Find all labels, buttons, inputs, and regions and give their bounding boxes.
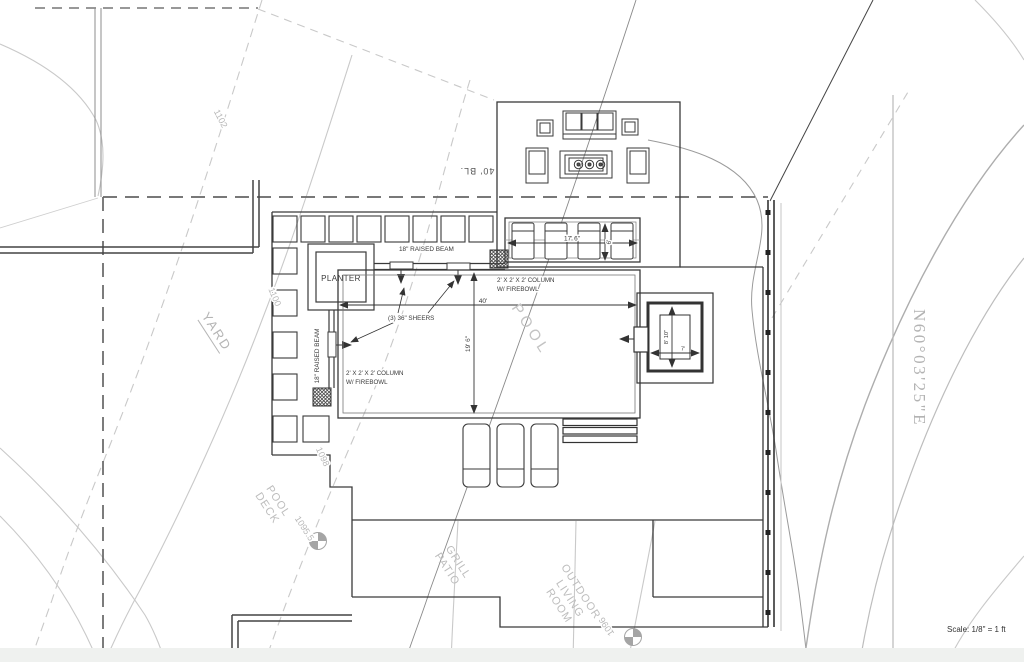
- svg-text:YARD: YARD: [199, 309, 235, 353]
- patio-furniture: [525, 110, 650, 184]
- sheer-descents: [327, 261, 471, 358]
- contour-1100: 1100: [266, 286, 283, 308]
- dimension-lines: [339, 223, 700, 414]
- dim-spa-length: 8' 10": [664, 330, 670, 344]
- scale-note: Scale: 1/8" = 1 ft: [947, 625, 1006, 634]
- planter-label: PLANTER: [321, 274, 361, 283]
- firebowl-columns: [312, 249, 509, 407]
- spa-spillway: [633, 326, 649, 353]
- spa: [619, 292, 714, 384]
- sheers-leaders: [350, 280, 455, 343]
- benchmark-icon: [309, 532, 327, 550]
- dimension-labels: 17' 6" 6' 40' 19' 6" 8' 10" 7': [464, 234, 687, 354]
- boundary-lines: [35, 0, 874, 662]
- contour-right-2: [859, 257, 1024, 662]
- contour-1098-line: [264, 79, 471, 662]
- dim-ledge-depth: 6': [606, 240, 613, 245]
- side-table-left: [536, 119, 554, 137]
- house-walls: [0, 180, 352, 662]
- firebowl-note-top-2: W/ FIREBOWL: [497, 286, 539, 293]
- contour-patio-1: [450, 520, 459, 662]
- paver-squares: [272, 215, 494, 443]
- contour-corner-tr: [974, 0, 1024, 61]
- sheer-2: [446, 262, 471, 271]
- building-line-label: 40' BL.: [460, 166, 495, 176]
- pool-deck-label: POOL DECK: [253, 483, 293, 526]
- house-wall-topleft: [0, 180, 260, 254]
- firebowl-note-left-2: W/ FIREBOWL: [346, 379, 388, 386]
- contour-1100-line: [104, 54, 353, 662]
- grill-patio-label: GRILL PATIO: [432, 543, 473, 587]
- dim-ledge-width: 17' 6": [564, 236, 580, 243]
- dim-spa-width: 7': [681, 347, 685, 353]
- contour-1102: 1102: [212, 108, 230, 130]
- wall-posts: [765, 210, 771, 615]
- contour-right-3: [947, 555, 1024, 662]
- annotation-notes: 18" RAISED BEAM 18" RAISED BEAM (3) 36" …: [313, 166, 1007, 634]
- spot-elevation-1095-5: 1095.5: [293, 514, 316, 543]
- firebowl-column-top: [489, 249, 509, 269]
- sofa: [562, 110, 617, 140]
- pool-outline: [337, 269, 641, 419]
- contour-topleft: [0, 43, 104, 197]
- retaining-wall: [765, 200, 782, 631]
- upper-patio-outline: [496, 101, 681, 268]
- deck-loungers: [462, 423, 559, 488]
- raised-beam-top-label: 18" RAISED BEAM: [399, 246, 454, 253]
- dim-pool-width: 19' 6": [465, 336, 472, 352]
- contour-topleft-2: [0, 197, 99, 229]
- contour-yard-1: [0, 447, 166, 662]
- side-table-right: [621, 118, 639, 136]
- benchmark-symbols: [309, 532, 642, 646]
- contour-diag-dashed-top: [257, 8, 495, 101]
- contour-1098: 1098: [314, 446, 332, 468]
- outdoor-living-label: OUTDOOR LIVING ROOM: [543, 562, 603, 625]
- yard-label: YARD: [197, 309, 235, 354]
- lounge-chair-left: [525, 147, 549, 184]
- firebowl-note-top-1: 2' X 2' X 2' COLUMN: [497, 277, 555, 284]
- contour-patio-2: [572, 520, 577, 662]
- contour-right-1: [803, 124, 1024, 662]
- firebowl-column-left: [312, 387, 332, 407]
- house-wall-bottomleft: [231, 614, 352, 662]
- firebowl-note-left-1: 2' X 2' X 2' COLUMN: [346, 370, 404, 377]
- contour-s-curve: [647, 139, 808, 662]
- sheer-1: [389, 261, 414, 270]
- contour-right-dashed: [771, 91, 909, 319]
- sheers-note-label: (3) 36" SHEERS: [388, 315, 434, 322]
- sheer-3: [327, 331, 337, 358]
- lounge-chair-right: [626, 147, 650, 184]
- contour-yard-2: [0, 515, 99, 662]
- pool-waterline: [342, 274, 636, 414]
- sheet-edge-strip: [0, 648, 1024, 662]
- pool-steps: [562, 418, 638, 444]
- bearing-label: N60°03'25"E: [910, 309, 929, 427]
- survey-diagonal: [769, 0, 874, 202]
- dim-pool-length: 40': [479, 298, 488, 305]
- deck-outline: [271, 101, 768, 628]
- area-labels: YARD POOL POOL DECK GRILL PATIO OUTDOOR …: [197, 301, 929, 625]
- contour-1102-line: [29, 0, 263, 662]
- raised-beam-left-label: 18" RAISED BEAM: [314, 329, 321, 384]
- benchmark-icon: [624, 628, 642, 646]
- fire-table: [559, 150, 613, 179]
